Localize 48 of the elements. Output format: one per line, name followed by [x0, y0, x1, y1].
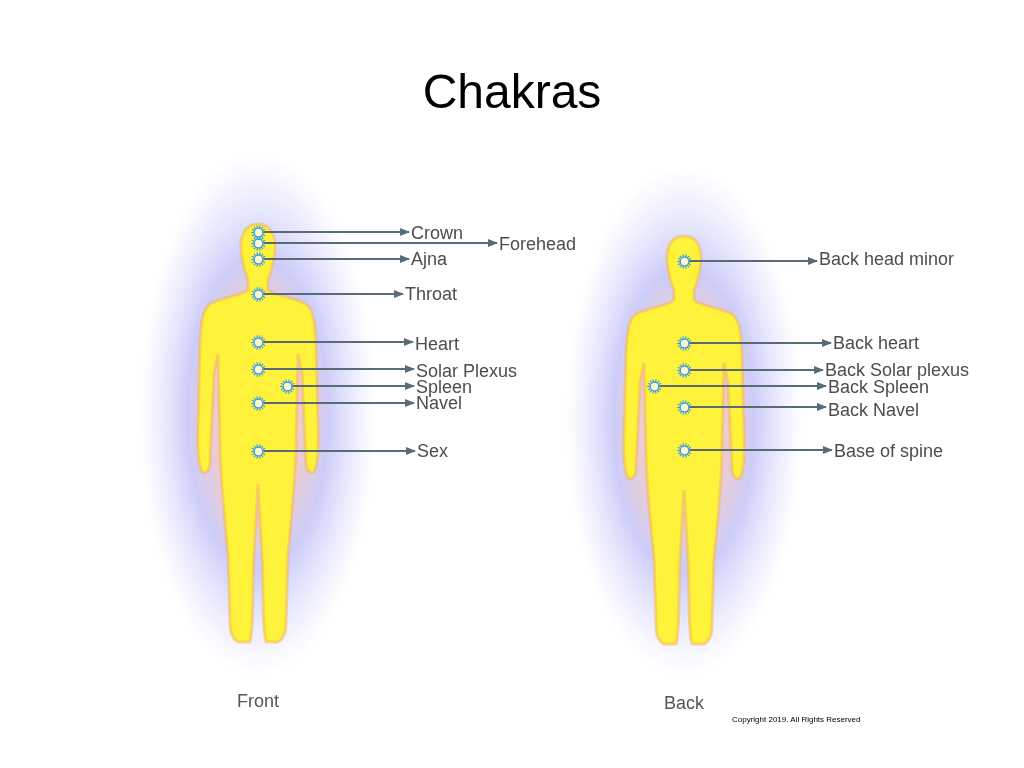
chakra-point-icon [250, 251, 266, 267]
chakra-label: Forehead [499, 233, 577, 255]
leader-arrow [658, 382, 827, 390]
leader-arrow [262, 239, 498, 247]
human-silhouette [622, 236, 746, 646]
chakra-label: Back head minor [819, 248, 955, 270]
leader-arrow [262, 447, 416, 455]
chakra-point-icon [279, 378, 295, 394]
chakra-label: Crown [411, 222, 463, 244]
view-caption: Front [237, 690, 279, 713]
view-caption: Back [664, 692, 704, 715]
chakra-point-icon [676, 253, 692, 269]
chakra-label: Sex [417, 440, 449, 462]
leader-arrow [262, 228, 410, 236]
chakra-label: Spleen [416, 376, 473, 398]
title: Chakras [421, 68, 603, 116]
leader-arrow [291, 382, 415, 390]
leader-arrow [688, 257, 818, 265]
chakra-point-icon [676, 399, 692, 415]
leader-arrow [688, 446, 833, 454]
chakra-label: Ajna [411, 248, 448, 270]
chakra-label: Back Navel [828, 399, 920, 421]
leader-arrow [262, 365, 415, 373]
chakra-point-icon [250, 286, 266, 302]
chakra-point-icon [250, 224, 266, 240]
leader-arrow [688, 366, 824, 374]
leader-arrow [688, 403, 827, 411]
leader-arrow [262, 338, 414, 346]
leader-arrow [262, 399, 415, 407]
chakra-label: Back heart [833, 332, 920, 354]
chakra-point-icon [646, 378, 662, 394]
chakra-point-icon [250, 334, 266, 350]
chakra-point-icon [676, 362, 692, 378]
chakra-point-icon [676, 335, 692, 351]
chakra-label: Heart [415, 333, 459, 355]
chakra-label: Throat [405, 283, 458, 305]
chakra-point-icon [250, 361, 266, 377]
leader-arrow [262, 290, 404, 298]
chakra-point-icon [250, 395, 266, 411]
leader-arrow [688, 339, 832, 347]
chakra-label: Base of spine [834, 440, 944, 462]
chakra-point-icon [250, 235, 266, 251]
chakra-point-icon [676, 442, 692, 458]
chakra-point-icon [250, 443, 266, 459]
leader-arrow [262, 255, 410, 263]
chakra-label: Back Solar plexus [825, 359, 970, 381]
human-silhouette [196, 224, 320, 644]
copyright-note: Copyright 2019. All Rights Reserved [732, 714, 861, 726]
